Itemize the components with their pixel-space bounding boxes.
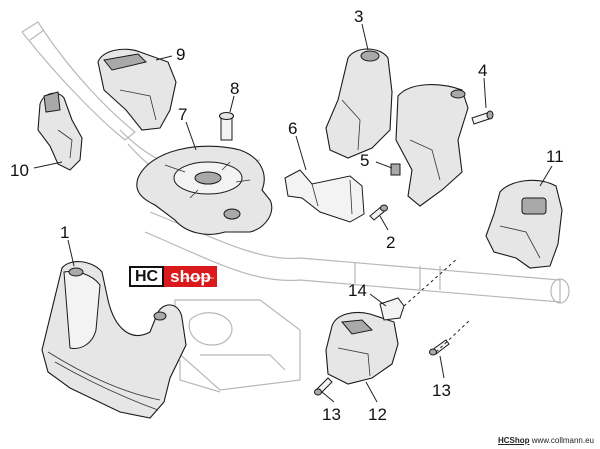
callout-11: 11 (546, 147, 564, 166)
bracket-ghost-lower (174, 299, 301, 393)
part-1-lower-cover (41, 261, 187, 419)
leader-lines (33, 23, 553, 403)
logo-url-text: www.collmann.eu (182, 275, 214, 280)
part-5-clip (390, 163, 401, 176)
callout-1: 1 (60, 223, 69, 242)
part-10-switch-housing-lower (37, 91, 83, 171)
part-14-plate (379, 297, 405, 321)
callout-8: 8 (230, 79, 239, 98)
callout-4: 4 (478, 61, 487, 80)
callout-6: 6 (288, 119, 297, 138)
part-7-steering-cover (136, 145, 273, 235)
part-8-bolt (218, 111, 235, 141)
callout-2: 2 (386, 233, 395, 252)
part-12-lower-housing (325, 311, 399, 385)
part-2-screw (369, 204, 388, 221)
callout-5: 5 (360, 151, 369, 170)
logo-hc-text: HC (129, 266, 165, 287)
callout-13-right: 13 (432, 381, 451, 400)
part-13-screw-left (314, 377, 333, 396)
part-4-side-cover (395, 84, 469, 207)
logo-shop-text: shop www.collmann.eu (164, 266, 217, 287)
hcshop-logo: HC shop www.collmann.eu (129, 266, 217, 287)
part-6-bracket (284, 169, 365, 223)
callout-9: 9 (176, 45, 185, 64)
callout-3: 3 (354, 7, 363, 26)
handlebar-ghost-right (144, 211, 570, 304)
footer-brand: HCShop (497, 436, 530, 445)
part-4-screw (471, 110, 494, 125)
callout-12: 12 (368, 405, 387, 424)
part-11-right-switch-housing (485, 179, 563, 269)
callout-labels: 1 2 3 4 5 6 7 8 9 10 11 12 13 13 14 (10, 7, 564, 424)
logo-shop-word: shop (170, 267, 211, 286)
part-9-switch-housing-upper (97, 48, 177, 131)
footer-credit: HCShop www.collmann.eu (498, 436, 594, 445)
callout-10: 10 (10, 161, 29, 180)
callout-7: 7 (178, 105, 187, 124)
callout-13-left: 13 (322, 405, 341, 424)
footer-url: www.collmann.eu (531, 436, 594, 445)
callout-14: 14 (348, 281, 367, 300)
part-3-upper-cover (325, 48, 393, 159)
